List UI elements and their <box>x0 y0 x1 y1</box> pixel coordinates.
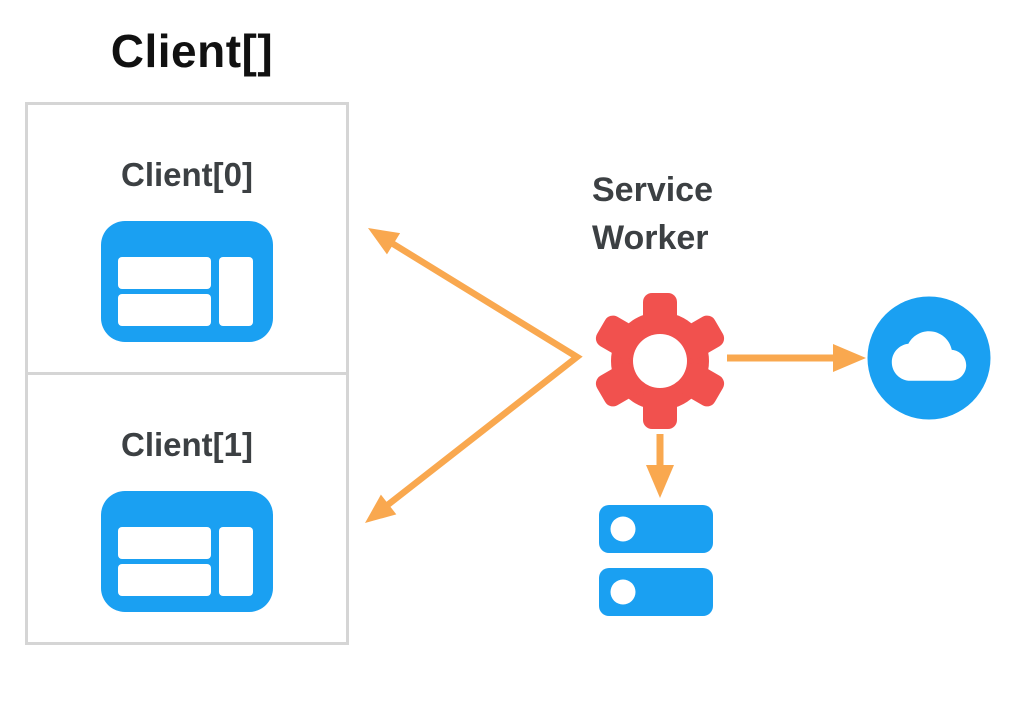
arrow-service-worker-to-cloud <box>727 344 866 372</box>
client-cell-1: Client[1] <box>28 372 346 639</box>
clients-group-box: Client[0] Client[1] <box>25 102 349 645</box>
arrow-service-worker-to-storage <box>646 434 674 498</box>
gear-icon <box>595 293 725 429</box>
client-cell-0: Client[0] <box>28 105 346 372</box>
server-storage-icon <box>599 505 713 616</box>
cloud-icon <box>867 296 991 420</box>
client-label: Client[0] <box>121 156 253 193</box>
browser-window-icon <box>101 221 273 342</box>
browser-window-icon <box>101 491 273 612</box>
service-worker-label: Service Worker <box>592 171 713 257</box>
arrow-service-worker-to-clients <box>365 228 583 523</box>
client-label: Client[1] <box>121 426 253 463</box>
diagram-title: Client[] <box>110 25 274 77</box>
